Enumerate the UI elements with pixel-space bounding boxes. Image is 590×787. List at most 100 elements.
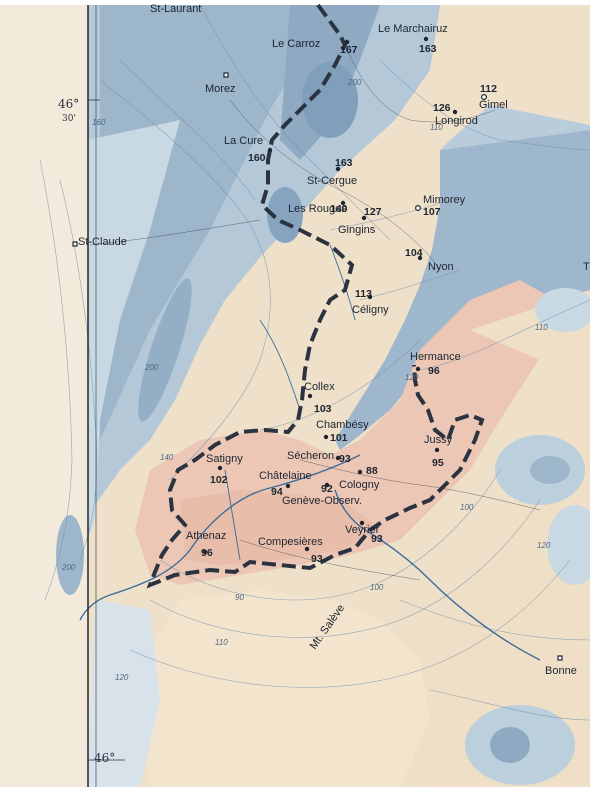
station-marker	[481, 93, 488, 100]
station-marker	[434, 447, 440, 453]
station-value: 104	[405, 247, 423, 259]
station-name: Le Carroz	[272, 38, 320, 50]
station-name: Hermance	[410, 351, 461, 363]
station-name: Le Marchairuz	[378, 23, 448, 35]
isohyet-labels: 200 160 140 200 120 110 100 120 110 90 2…	[61, 78, 551, 682]
station-marker	[367, 294, 373, 300]
rhone-river	[79, 454, 361, 621]
station-name: Athenaz	[186, 530, 226, 542]
place-bonneville-marker	[557, 655, 563, 661]
station-value: 163	[419, 43, 437, 55]
iso-label: 100	[370, 583, 384, 592]
station-marker	[335, 166, 341, 172]
station-value: 112	[480, 83, 497, 95]
lake-leman	[335, 130, 590, 450]
station-name: Collex	[304, 381, 335, 393]
place-morez: Morez	[205, 83, 236, 95]
station-value: 92	[321, 483, 333, 495]
station-name: Cologny	[339, 479, 380, 491]
station-value: 113	[355, 288, 372, 300]
station-name: Nyon	[428, 261, 454, 273]
station-value: 103	[314, 403, 332, 415]
station-value: 167	[340, 44, 358, 56]
lat-top-minutes: 30'	[62, 114, 76, 124]
station-name: St-Cergue	[307, 175, 357, 187]
station-marker	[361, 215, 367, 221]
iso-label: 110	[535, 323, 548, 332]
iso-label: 110	[215, 638, 228, 647]
station-name: Genève-Observ.	[282, 495, 362, 507]
station-name: Veyrier	[345, 524, 380, 536]
station-name: Céligny	[352, 304, 389, 316]
station-marker	[423, 36, 429, 42]
station-marker	[304, 546, 310, 552]
geneva-basin	[135, 280, 555, 585]
station-marker	[285, 483, 291, 489]
place-morez-marker	[223, 72, 229, 78]
iso-label: 140	[160, 453, 174, 462]
lat-bottom-label: 46°	[94, 751, 115, 765]
station-value: 163	[335, 157, 353, 169]
station-marker	[417, 255, 423, 261]
station-marker	[344, 39, 350, 45]
iso-label: 120	[405, 373, 419, 382]
station-name: La Cure	[224, 135, 263, 147]
station-marker	[307, 393, 313, 399]
station-value: 126	[433, 102, 451, 114]
station-value: 94	[271, 486, 283, 498]
station-name: Châtelaine	[259, 470, 312, 482]
station-marker	[340, 200, 346, 206]
station-marker	[359, 520, 365, 526]
iso-label: 90	[235, 593, 244, 602]
station-value: 93	[371, 533, 383, 545]
station-name: Gimel	[479, 99, 508, 111]
station-marker	[357, 469, 363, 475]
station-value: 96	[201, 547, 213, 559]
station-name: Mimorey	[423, 194, 466, 206]
saleve-zone	[140, 590, 430, 787]
station-value: 96	[428, 365, 440, 377]
station-value: 160	[248, 152, 266, 164]
station-name: Jussy	[424, 434, 453, 446]
southeast-hills	[400, 288, 590, 787]
place-st-laurent: St-Laurant	[150, 3, 201, 15]
station-name: Gingins	[338, 224, 376, 236]
station-value: 93	[339, 453, 351, 465]
station-marker	[335, 455, 341, 461]
rivers	[79, 244, 541, 661]
place-st-claude-marker	[72, 241, 78, 247]
station-marker	[415, 366, 421, 372]
place-st-claude: St-Claude	[78, 236, 127, 248]
station-value: 88	[366, 465, 378, 477]
station-value: 140	[330, 203, 348, 215]
station-name: Compesières	[258, 536, 323, 548]
station-value: 95	[432, 457, 444, 469]
station-name: Chambésy	[316, 419, 369, 431]
iso-label: 200	[61, 563, 76, 572]
station-marker	[452, 109, 458, 115]
iso-label: 200	[144, 363, 159, 372]
station-name: Longirod	[435, 115, 478, 127]
iso-label: 120	[115, 673, 129, 682]
station-name: Satigny	[206, 453, 243, 465]
stations: Le Carroz 167 Le Marchairuz 163 Gimel 11…	[186, 23, 508, 565]
station-marker	[217, 465, 223, 471]
iso-label: 200	[347, 78, 362, 87]
iso-label: 100	[460, 503, 474, 512]
lat-top-label: 46°	[58, 97, 79, 111]
station-value: 107	[423, 206, 441, 218]
iso-label: 120	[537, 541, 551, 550]
arve-river	[334, 489, 541, 661]
station-name: Sécheron	[287, 450, 334, 462]
station-marker	[202, 549, 208, 555]
roads	[89, 44, 541, 581]
place-bonneville: Bonne	[545, 665, 577, 677]
station-value: 101	[330, 432, 348, 444]
station-marker	[415, 205, 422, 212]
iso-label: 110	[430, 123, 443, 132]
left-lowland	[30, 120, 180, 600]
place-t-edge: T	[583, 261, 590, 273]
national-border	[146, 3, 485, 589]
